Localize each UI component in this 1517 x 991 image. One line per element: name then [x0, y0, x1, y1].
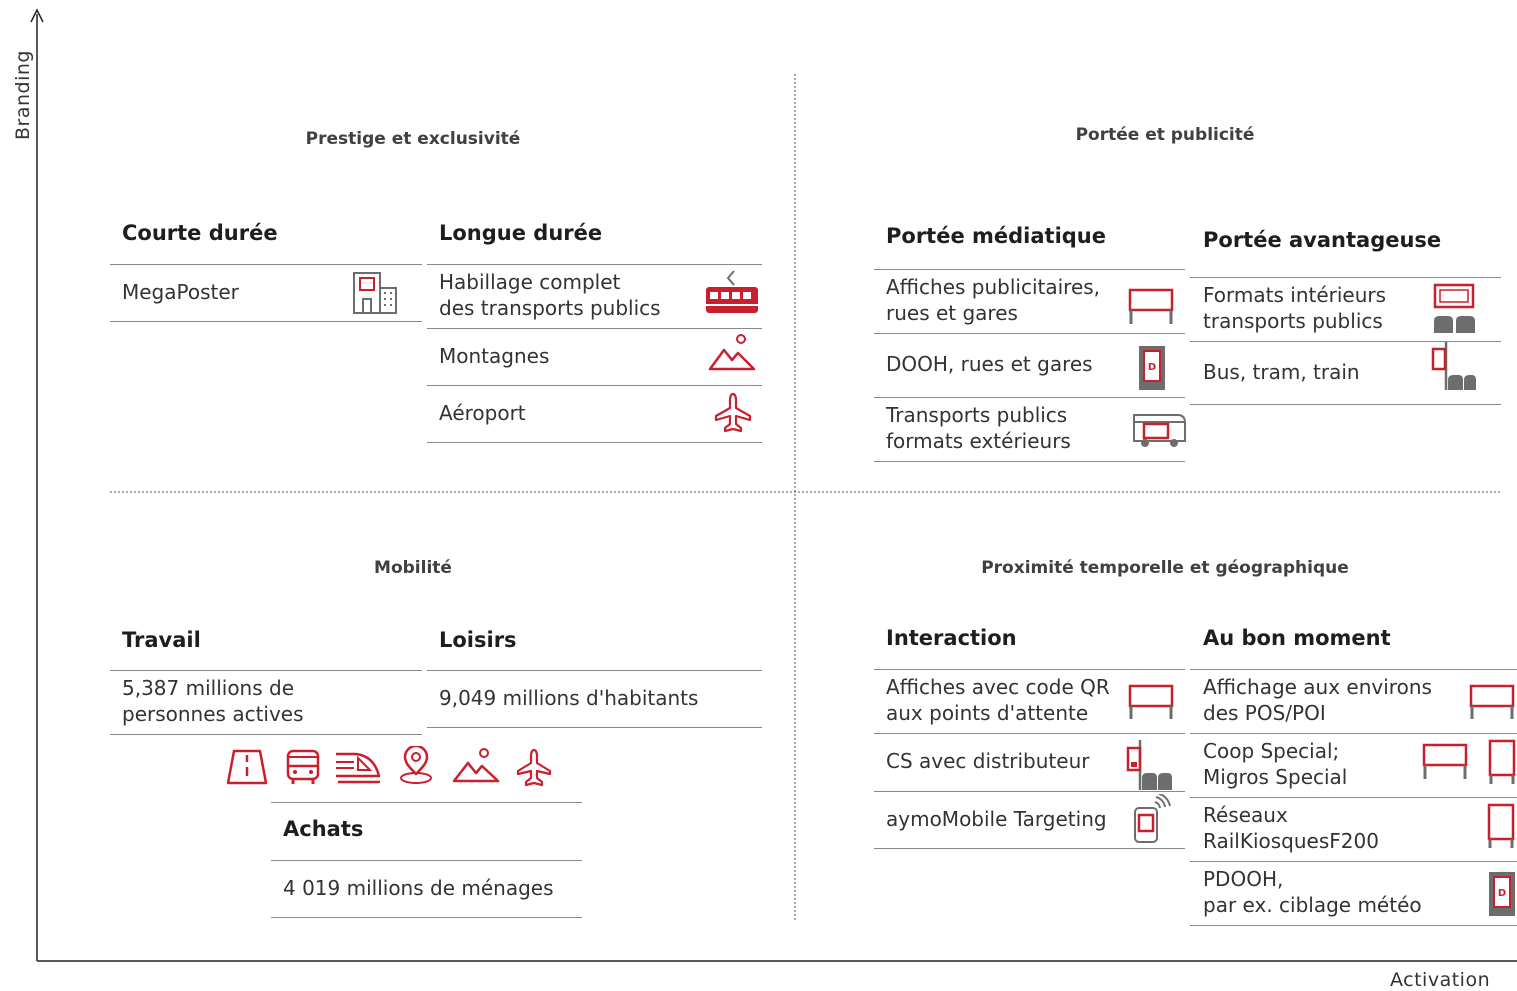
item-menages: 4 019 millions de ménages [283, 876, 554, 900]
item-railkiosques: Réseaux RailKiosquesF200 [1203, 803, 1379, 853]
billboard-icon [1127, 287, 1175, 327]
item-pdooh: PDOOH, par ex. ciblage météo [1203, 867, 1422, 917]
mountain-icon [452, 746, 502, 784]
quadrant-title-mobilite: Mobilité [374, 558, 452, 578]
item-qr-code: Affiches avec code QR aux points d'atten… [886, 675, 1110, 725]
item-habillage: Habillage complet des transports publics [439, 270, 661, 320]
column-head-achats: Achats [283, 817, 364, 841]
item-personnes-actives: 5,387 millions de personnes actives [122, 676, 304, 726]
item-environs-pos: Affichage aux environs des POS/POI [1203, 675, 1432, 725]
item-habitants: 9,049 millions d'habitants [439, 686, 699, 710]
tram-icon [704, 269, 760, 317]
item-montagnes: Montagnes [439, 344, 550, 368]
item-transports-exterieurs: Transports publics formats extérieurs [886, 403, 1071, 453]
poster-icon [1485, 803, 1515, 849]
item-formats-interieurs: Formats intérieurs transports publics [1203, 283, 1387, 333]
billboard-poster-icon [1421, 739, 1517, 785]
airplane-icon [712, 391, 754, 433]
column-head-au-bon-moment: Au bon moment [1203, 626, 1391, 650]
mountain-icon [708, 332, 758, 372]
building-icon [352, 272, 398, 314]
bus-ad-icon [1132, 411, 1188, 451]
column-head-portee-avantageuse: Portée avantageuse [1203, 228, 1442, 252]
item-coop-migros: Coop Special; Migros Special [1203, 739, 1348, 789]
column-head-travail: Travail [122, 628, 201, 652]
svg-text:D: D [1148, 362, 1156, 373]
column-head-longue-duree: Longue durée [439, 221, 603, 245]
billboard-icon [1468, 683, 1516, 721]
seat-pole-icon [1430, 340, 1478, 392]
quadrant-title-proximite: Proximité temporelle et géographique [981, 558, 1349, 578]
item-aymomobile: aymoMobile Targeting [886, 807, 1107, 831]
road-icon [226, 748, 268, 786]
column-head-portee-mediatique: Portée médiatique [886, 224, 1106, 248]
item-cs-distributeur: CS avec distributeur [886, 749, 1090, 773]
item-bus-tram-train: Bus, tram, train [1203, 360, 1360, 384]
svg-text:D: D [1498, 888, 1506, 899]
mobile-signal-icon [1132, 794, 1172, 844]
digital-screen-icon: D [1137, 344, 1167, 392]
item-affiches-publicitaires: Affiches publicitaires, rues et gares [886, 275, 1101, 325]
item-aeroport: Aéroport [439, 401, 526, 425]
train-icon [334, 748, 382, 786]
dispenser-icon [1124, 738, 1174, 792]
column-head-loisirs: Loisirs [439, 628, 517, 652]
digital-screen-icon: D [1487, 870, 1517, 918]
column-head-courte-duree: Courte durée [122, 221, 278, 245]
y-axis-label: Branding [12, 50, 34, 140]
x-axis-label: Activation [1390, 969, 1491, 991]
quadrant-title-prestige: Prestige et exclusivité [305, 129, 521, 149]
bus-icon [285, 748, 321, 786]
location-pin-icon [398, 746, 434, 786]
item-dooh: DOOH, rues et gares [886, 352, 1093, 376]
seat-screen-icon [1432, 283, 1478, 335]
item-megaposter: MegaPoster [122, 280, 239, 304]
column-head-interaction: Interaction [886, 626, 1017, 650]
airplane-icon [514, 747, 554, 787]
billboard-icon [1127, 683, 1175, 721]
quadrant-title-portee: Portée et publicité [1075, 125, 1255, 145]
